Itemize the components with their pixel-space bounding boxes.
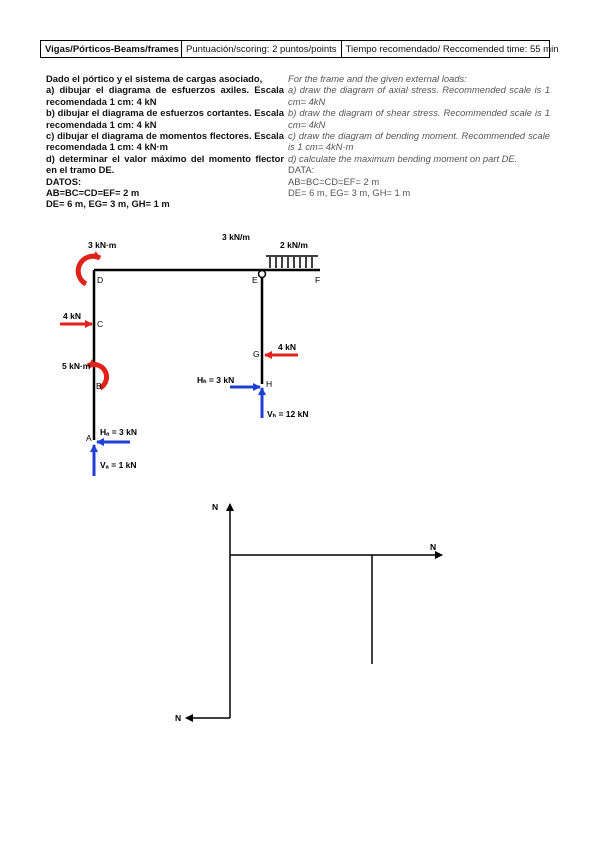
label-force-C: 4 kN [63, 311, 81, 321]
label-reaction-HH: Hₕ = 3 kN [197, 375, 234, 385]
label-moment-B: 5 kN·m [62, 361, 91, 371]
header-bar: Vigas/Pórticos-Beams/frames Puntuación/s… [40, 40, 559, 58]
node-B: B [96, 381, 102, 391]
node-H: H [266, 379, 272, 389]
node-A: A [86, 433, 92, 443]
en-item-b: b) draw the diagram of shear stress. Rec… [288, 107, 550, 130]
en-item-c: c) draw the diagram of bending moment. R… [288, 130, 550, 153]
en-data-2: DE= 6 m, EG= 3 m, GH= 1 m [288, 187, 411, 199]
es-item-b: b) dibujar el diagrama de esfuerzos cort… [46, 107, 284, 130]
label-reaction-VA: Vₐ = 1 kN [100, 460, 137, 470]
axis-label-top: N [212, 502, 218, 512]
scoring-label: Puntuación/scoring: 2 puntos/points [182, 41, 342, 57]
en-intro: For the frame and the given external loa… [288, 73, 467, 84]
label-dist-EF: 2 kN/m [280, 240, 308, 250]
axis-label-right: N [430, 542, 436, 552]
hinge-E [257, 269, 267, 279]
es-item-c: c) dibujar el diagrama de momentos flect… [46, 130, 284, 153]
node-D: D [97, 275, 103, 285]
es-item-a: a) dibujar el diagrama de esfuerzos axil… [46, 84, 284, 107]
distributed-load-EF [266, 255, 318, 268]
es-intro: Dado el pórtico y el sistema de cargas a… [46, 73, 263, 84]
es-data-title: DATOS: [46, 175, 82, 187]
es-item-d: d) determinar el valor máximo del moment… [46, 152, 284, 176]
moment-B-arrow [86, 359, 110, 391]
en-data-1: AB=BC=CD=EF= 2 m [288, 175, 380, 187]
node-C: C [97, 319, 103, 329]
label-force-G: 4 kN [278, 342, 296, 352]
es-data-2: DE= 6 m, EG= 3 m, GH= 1 m [46, 198, 170, 210]
time-label: Tiempo recomendado/ Reccomended time: 55… [345, 44, 559, 55]
en-item-a: a) draw the diagram of axial stress. Rec… [288, 84, 550, 107]
label-moment-D: 3 kN·m [88, 240, 117, 250]
es-data-1: AB=BC=CD=EF= 2 m [46, 187, 140, 199]
node-E: E [252, 275, 258, 285]
label-dist-DE: 3 kN/m [222, 232, 250, 242]
axis-label-bottom-left: N [175, 713, 181, 723]
moment-D-arrow [75, 251, 102, 287]
node-G: G [253, 349, 260, 359]
course-label: Vigas/Pórticos-Beams/frames [41, 41, 182, 57]
en-data-title: DATA: [288, 164, 315, 176]
label-reaction-HA: Hₐ = 3 kN [100, 427, 137, 437]
en-item-d: d) calculate the maximum bending moment … [288, 152, 518, 164]
english-statement: For the frame and the given external loa… [288, 73, 550, 198]
label-reaction-VH: Vₕ = 12 kN [267, 409, 308, 419]
node-F: F [315, 275, 320, 285]
spanish-statement: Dado el pórtico y el sistema de cargas a… [46, 73, 284, 210]
